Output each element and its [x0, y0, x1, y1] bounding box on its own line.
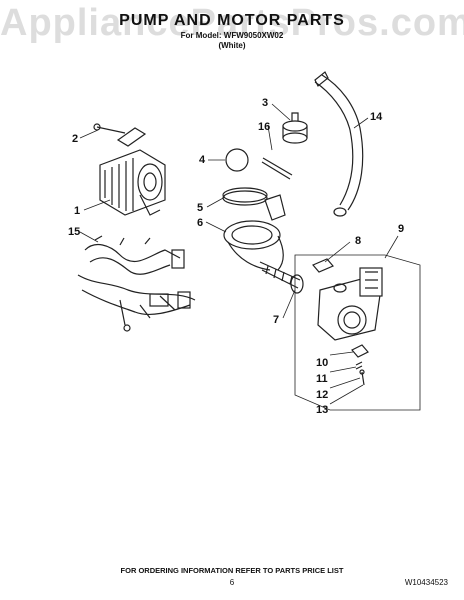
- callout-2: 2: [72, 133, 78, 145]
- callout-16: 16: [258, 121, 270, 133]
- model-number: For Model: WFW9050XW02: [180, 31, 284, 40]
- page-number: 6: [229, 578, 235, 587]
- screw-drawing: [261, 157, 293, 180]
- callout-4: 4: [199, 154, 206, 166]
- leader-lines: [79, 103, 399, 405]
- pump-drawing: [317, 267, 383, 341]
- model-color: (White): [218, 41, 246, 50]
- callout-11: 11: [316, 373, 328, 385]
- sump-drawing: [223, 194, 301, 289]
- callout-12: 12: [316, 389, 328, 401]
- motor-drawing: [93, 123, 166, 216]
- callout-13: 13: [316, 404, 328, 416]
- part-11-drawing: [355, 361, 363, 370]
- document-code: W10434523: [404, 578, 448, 587]
- watermark: AppliancePartsPros.com: [0, 2, 464, 44]
- clip-drawing: [312, 258, 334, 273]
- callout-3: 3: [262, 97, 268, 109]
- callout-7: 7: [273, 314, 279, 326]
- callout-10: 10: [316, 357, 328, 369]
- callout-5: 5: [197, 202, 203, 214]
- ordering-note: FOR ORDERING INFORMATION REFER TO PARTS …: [120, 566, 344, 575]
- callout-9: 9: [398, 223, 404, 235]
- part-10-drawing: [351, 344, 369, 358]
- callout-8: 8: [355, 235, 361, 247]
- callout-14: 14: [370, 111, 383, 123]
- callout-15: 15: [68, 226, 80, 238]
- drain-hose-drawing: [314, 71, 364, 217]
- gasket-drawing: [290, 274, 304, 294]
- clamp-drawing: [222, 187, 268, 203]
- o-ring-drawing: [225, 148, 249, 172]
- callout-6: 6: [197, 217, 203, 229]
- check-valve-drawing: [282, 112, 308, 144]
- callout-1: 1: [74, 205, 80, 217]
- wire-harness-drawing: [77, 235, 196, 332]
- page-title: PUMP AND MOTOR PARTS: [119, 12, 345, 29]
